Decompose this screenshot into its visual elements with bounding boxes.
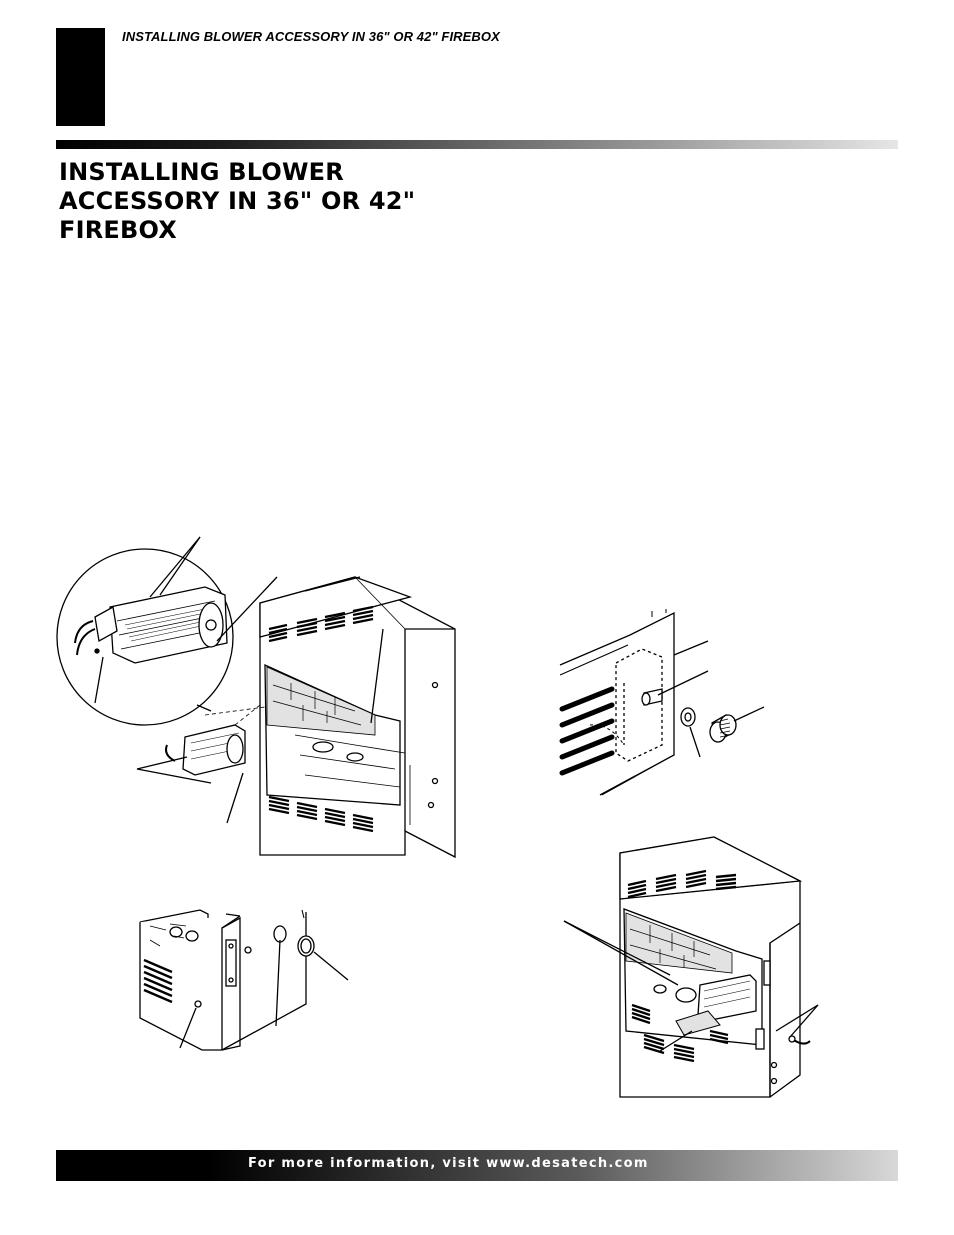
title-line-1: INSTALLING BLOWER	[59, 158, 344, 186]
firebox-drawing	[259, 576, 456, 859]
section-tab	[56, 28, 105, 126]
installed-blower-figure	[560, 835, 820, 1100]
blower-drawing	[165, 724, 246, 776]
title-line-2: ACCESSORY IN 36" OR 42"	[59, 187, 416, 215]
blower-detail-drawing	[74, 586, 228, 664]
footer-website-text: For more information, visit www.desatech…	[248, 1156, 649, 1171]
title-line-3: FIREBOX	[59, 216, 177, 244]
brick-wall	[266, 666, 376, 736]
page-title: INSTALLING BLOWER ACCESSORY IN 36" OR 42…	[59, 158, 415, 245]
brick-wall-2	[625, 912, 733, 974]
running-head: INSTALLING BLOWER ACCESSORY IN 36" OR 42…	[122, 29, 500, 44]
blower-installation-figure	[55, 525, 465, 865]
header-rule	[56, 140, 898, 149]
speed-knob-figure	[550, 605, 780, 805]
knockout-figure	[130, 900, 360, 1060]
footer-bar	[56, 1150, 898, 1181]
